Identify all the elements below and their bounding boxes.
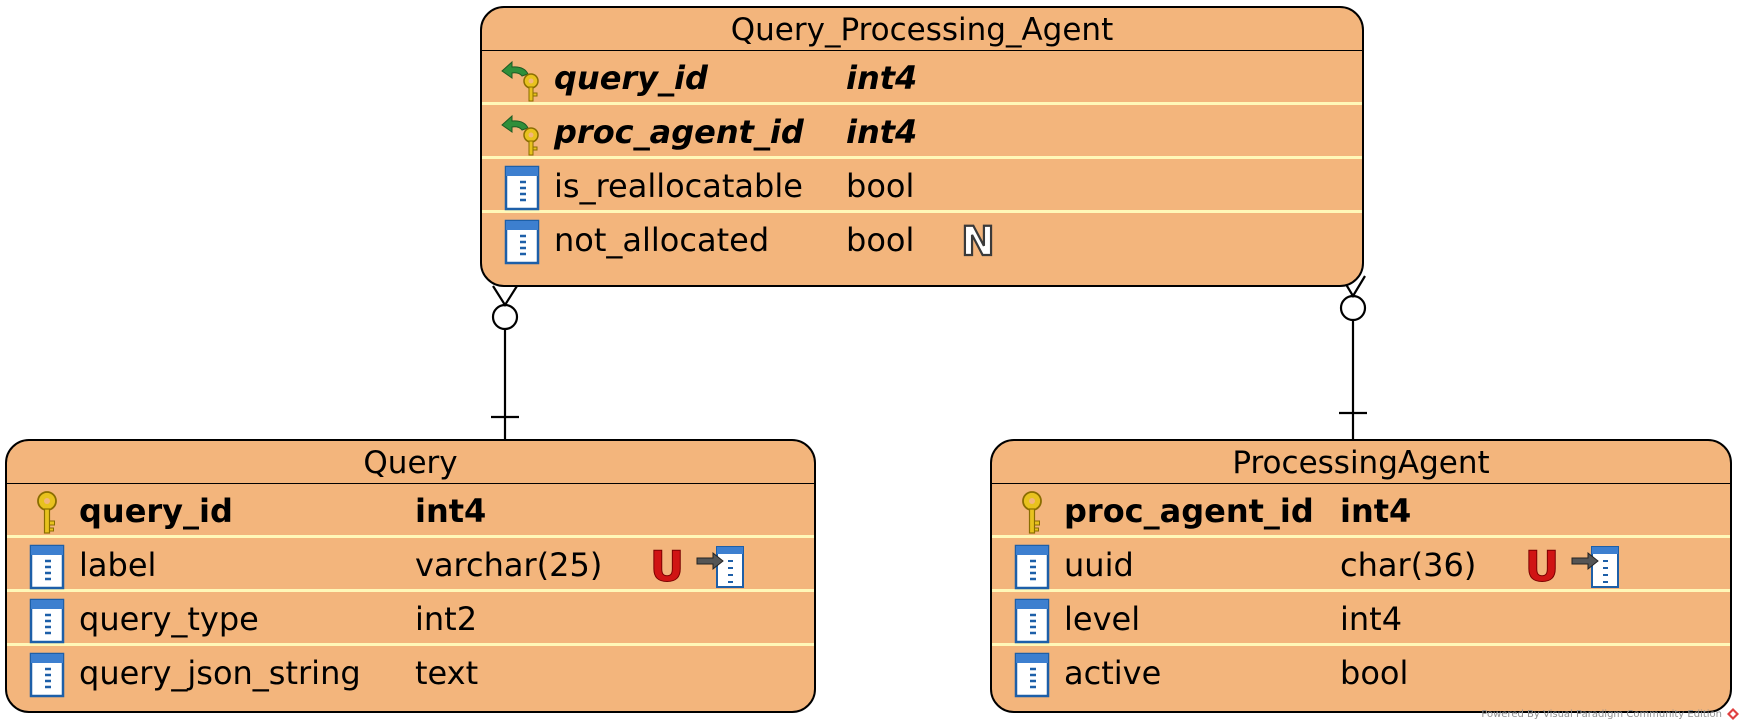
column-row[interactable]: query_type int2 <box>7 592 814 646</box>
column-row[interactable]: uuid char(36) U <box>992 538 1730 592</box>
column-name: uuid <box>1064 546 1134 584</box>
column-type: int4 <box>846 113 918 151</box>
entity-title: Query <box>7 441 814 484</box>
column-name: query_json_string <box>79 654 361 692</box>
zero-circle <box>491 303 519 331</box>
nullable-badge-icon: N <box>960 218 996 262</box>
column-type: char(36) <box>1340 546 1477 584</box>
foreign-key-icon <box>501 114 539 156</box>
column-type: int4 <box>1340 492 1412 530</box>
relationship-query-to-qpa[interactable] <box>491 285 519 440</box>
column-icon <box>29 652 65 698</box>
primary-key-icon <box>1022 491 1042 534</box>
column-type: text <box>415 654 479 692</box>
column-name: active <box>1064 654 1162 692</box>
column-icon <box>1014 652 1050 698</box>
unique-badge-icon: U <box>1524 543 1559 587</box>
entity-title: Query_Processing_Agent <box>482 8 1362 51</box>
foreign-key-icon <box>501 60 539 102</box>
column-icon <box>1014 544 1050 590</box>
unique-badge-label: U <box>1525 543 1559 587</box>
primary-key-icon <box>37 491 57 534</box>
column-icon <box>29 544 65 590</box>
column-name: is_reallocatable <box>554 167 803 205</box>
unique-badge-icon: U <box>649 543 684 587</box>
column-type: bool <box>1340 654 1409 692</box>
column-row[interactable]: level int4 <box>992 592 1730 646</box>
column-name: not_allocated <box>554 221 770 259</box>
column-name: proc_agent_id <box>554 113 804 151</box>
column-icon <box>1014 598 1050 644</box>
column-name: query_type <box>79 600 259 638</box>
column-type: int4 <box>1340 600 1403 638</box>
entity-title: ProcessingAgent <box>992 441 1730 484</box>
column-name: label <box>79 546 157 584</box>
nullable-badge-label: N <box>961 219 994 262</box>
column-type: varchar(25) <box>415 546 603 584</box>
zero-circle <box>1339 294 1367 322</box>
column-row[interactable]: query_json_string text <box>7 646 814 700</box>
column-type: int4 <box>846 59 918 97</box>
visual-paradigm-logo-icon <box>1727 708 1739 720</box>
column-row[interactable]: proc_agent_id int4 <box>992 484 1730 538</box>
column-type: bool <box>846 167 915 205</box>
column-row[interactable]: query_id int4 <box>7 484 814 538</box>
entity-query[interactable]: Query query_id int4 label varchar(25) U <box>5 439 816 713</box>
column-row[interactable]: proc_agent_id int4 <box>482 105 1362 159</box>
column-row[interactable]: is_reallocatable bool <box>482 159 1362 213</box>
column-icon <box>504 219 540 265</box>
column-type: bool <box>846 221 915 259</box>
column-row[interactable]: label varchar(25) U <box>7 538 814 592</box>
index-badge-icon <box>1571 546 1619 588</box>
column-icon <box>504 165 540 211</box>
index-badge-icon <box>696 546 744 588</box>
column-row[interactable]: query_id int4 <box>482 51 1362 105</box>
relationship-agent-to-qpa[interactable] <box>1339 275 1367 440</box>
unique-badge-label: U <box>650 543 684 587</box>
entity-processing-agent[interactable]: ProcessingAgent proc_agent_id int4 uuid … <box>990 439 1732 713</box>
column-icon <box>29 598 65 644</box>
column-name: proc_agent_id <box>1064 492 1314 530</box>
column-name: level <box>1064 600 1141 638</box>
column-row[interactable]: active bool <box>992 646 1730 700</box>
column-type: int2 <box>415 600 478 638</box>
column-row[interactable]: not_allocated bool N <box>482 213 1362 267</box>
many-crowsfoot <box>492 285 518 308</box>
column-name: query_id <box>554 59 708 97</box>
column-name: query_id <box>79 492 233 530</box>
watermark-text: Powered By Visual Paradigm Community Edi… <box>1481 709 1722 720</box>
column-type: int4 <box>415 492 487 530</box>
entity-query-processing-agent[interactable]: Query_Processing_Agent query_id int4 pro… <box>480 6 1364 287</box>
